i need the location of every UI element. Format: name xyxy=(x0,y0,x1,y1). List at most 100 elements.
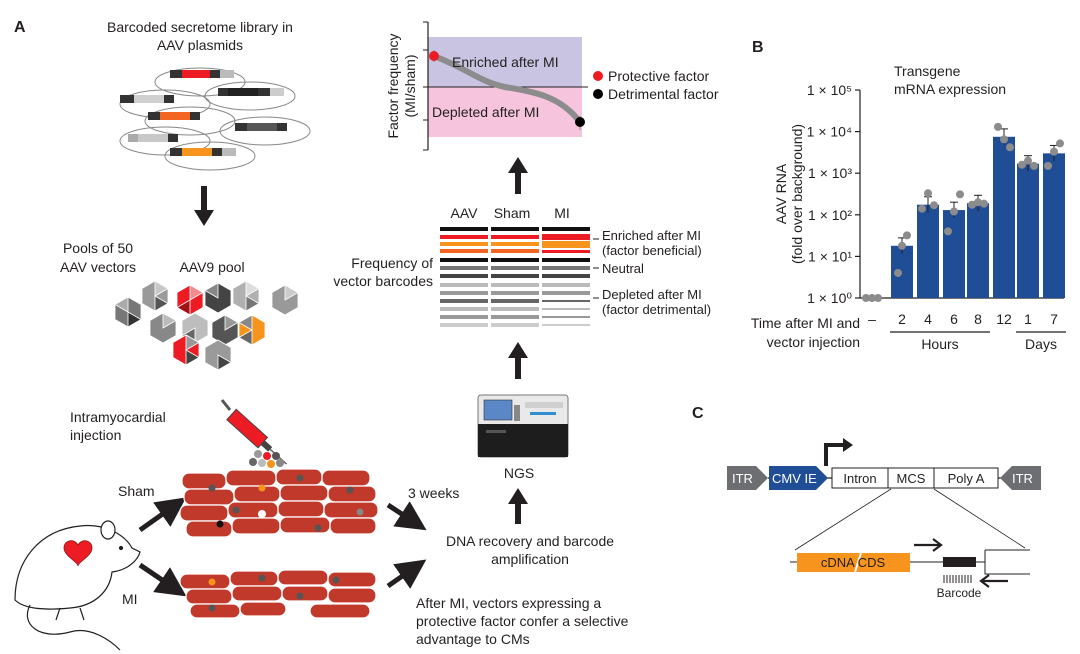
data-point xyxy=(1006,143,1014,152)
legend-protective-label: Protective factor xyxy=(608,68,709,84)
chart-title: Transgene xyxy=(894,63,961,79)
x-tick-label: 1 xyxy=(1024,311,1032,327)
cmv-promoter-label: CMV IE xyxy=(772,471,817,486)
mi-cardiomyocytes xyxy=(179,569,377,619)
itr-left-arrow xyxy=(727,466,768,490)
factor-frequency-plot xyxy=(423,21,588,151)
legend-detrimental-swatch xyxy=(593,89,603,99)
plot-depleted-label: Depleted after MI xyxy=(432,104,539,120)
arrow-to-sham xyxy=(138,497,187,533)
arrow-to-mi xyxy=(138,562,187,597)
arrow-recovery-to-ngs xyxy=(508,488,528,524)
barcode-col-sham: Sham xyxy=(494,205,531,221)
itr-left-label: ITR xyxy=(732,471,753,486)
barcode-block xyxy=(943,557,976,567)
data-point xyxy=(862,294,870,302)
data-point xyxy=(974,198,982,207)
chart-xlabel-line1: Time after MI and xyxy=(751,315,860,331)
arrow-barcodes-to-plot xyxy=(508,157,528,194)
chart-ylabel-line1: AAV RNA xyxy=(773,163,789,224)
legend-protective-swatch xyxy=(593,71,603,81)
data-point xyxy=(1000,135,1008,144)
bar xyxy=(917,204,939,298)
bar xyxy=(967,203,989,298)
y-tick-label: 1 × 10⁵ xyxy=(807,82,852,98)
x-tick-label: 7 xyxy=(1050,311,1058,327)
aav9-pool-label: AAV9 pool xyxy=(179,259,244,275)
data-point xyxy=(944,227,952,236)
library-title-line1: Barcoded secretome library in xyxy=(107,19,293,35)
data-point xyxy=(868,294,876,302)
advantage-line2: protective factor confer a selective xyxy=(416,613,629,629)
y-tick-label: 1 × 10⁰ xyxy=(807,290,852,306)
mcs-label: MCS xyxy=(897,471,926,486)
plot-enriched-label: Enriched after MI xyxy=(452,54,559,70)
cmv-promoter-arrow xyxy=(769,466,828,490)
intron-label: Intron xyxy=(843,471,876,486)
barcode-label-line1: Frequency of xyxy=(351,255,433,271)
recovery-line2: amplification xyxy=(491,551,569,567)
data-point xyxy=(980,199,988,208)
transcription-start-arrow xyxy=(824,443,846,466)
protective-point xyxy=(429,51,439,61)
data-point xyxy=(918,204,926,213)
arrow-mi-to-recovery xyxy=(386,559,427,589)
injected-virions xyxy=(249,450,284,468)
itr-right-arrow xyxy=(1000,466,1041,490)
group-label: Hours xyxy=(921,336,958,352)
barcode-label: Barcode xyxy=(937,586,982,600)
mi-label: MI xyxy=(122,591,138,607)
plot-ylabel-line1: Factor frequency xyxy=(385,33,401,138)
recovery-line1: DNA recovery and barcode xyxy=(446,533,614,549)
pool-label-line2: AAV vectors xyxy=(60,259,136,275)
panel-label-c: C xyxy=(692,405,704,422)
data-point xyxy=(1056,139,1064,148)
detrimental-point xyxy=(575,117,585,127)
data-point xyxy=(874,294,882,302)
polya-label: Poly A xyxy=(948,471,985,486)
arrow-sham-to-recovery xyxy=(386,501,427,531)
x-tick-label: – xyxy=(868,311,876,327)
x-tick-label: 12 xyxy=(996,311,1012,327)
barcode-col-mi: MI xyxy=(554,205,570,221)
legend-detrimental-label: Detrimental factor xyxy=(608,86,719,102)
group-label: Days xyxy=(1025,336,1057,352)
x-tick-label: 8 xyxy=(974,311,982,327)
sham-cardiomyocytes xyxy=(179,468,379,538)
syringe-icon xyxy=(220,399,288,465)
barcode-label-line2: vector barcodes xyxy=(333,273,433,289)
chart-xlabel-line2: vector injection xyxy=(767,334,860,350)
barcode-bars xyxy=(440,227,590,327)
y-tick-label: 1 × 10⁴ xyxy=(807,124,852,140)
panel-label-a: A xyxy=(14,19,26,36)
data-point xyxy=(994,122,1002,131)
barcode-annotation-ticks xyxy=(593,238,599,299)
data-point xyxy=(1030,161,1038,170)
data-point xyxy=(956,190,964,199)
mouse-illustration xyxy=(14,520,141,651)
depleted-annotation-line1: Depleted after MI xyxy=(602,287,702,302)
itr-right-label: ITR xyxy=(1012,471,1033,486)
arrow-library-to-pool xyxy=(194,186,214,226)
plot-ylabel-line2: (MI/sham) xyxy=(402,55,418,118)
bar xyxy=(993,136,1015,298)
y-tick-label: 1 × 10¹ xyxy=(808,248,852,264)
y-tick-label: 1 × 10² xyxy=(808,207,852,223)
data-point xyxy=(903,231,911,240)
barcode-stripes xyxy=(943,575,972,583)
x-tick-label: 2 xyxy=(898,311,906,327)
data-point xyxy=(968,200,976,209)
chart-ylabel-line2: (fold over background) xyxy=(789,124,805,264)
advantage-line1: After MI, vectors expressing a xyxy=(416,595,601,611)
polya-box xyxy=(933,467,999,489)
cdna-cds-box xyxy=(797,553,910,572)
pool-label-line1: Pools of 50 xyxy=(63,240,133,256)
chart-subtitle: mRNA expression xyxy=(894,81,1006,97)
mi-nuclei xyxy=(208,574,340,612)
weeks-label: 3 weeks xyxy=(408,485,459,501)
ngs-label: NGS xyxy=(504,465,534,481)
data-point xyxy=(930,201,938,210)
panel-label-b: B xyxy=(752,39,764,56)
